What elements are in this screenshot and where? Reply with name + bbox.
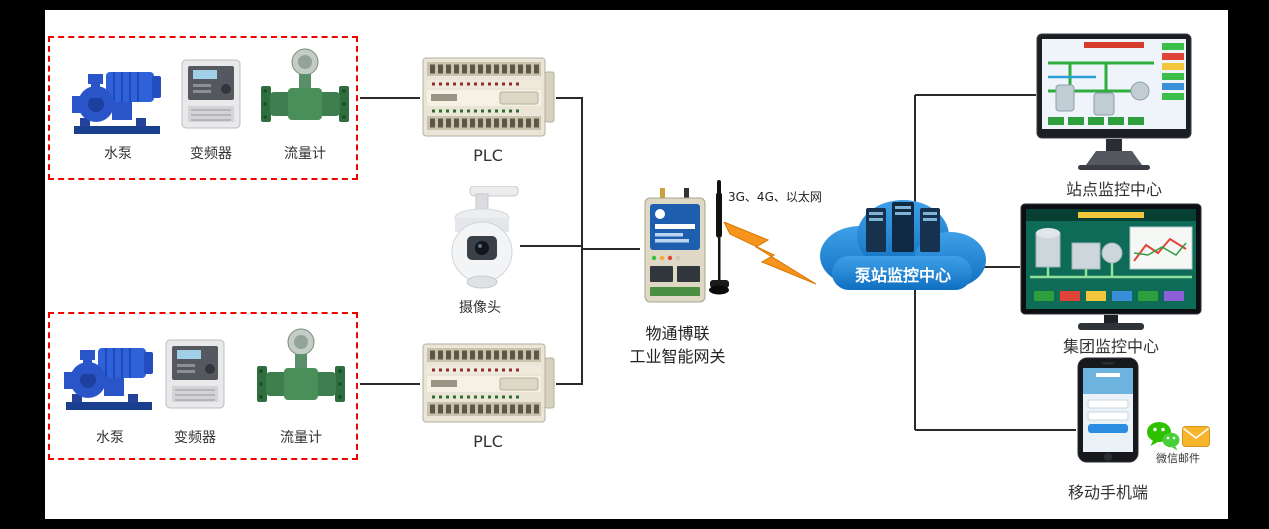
field-devices-group-2: [48, 312, 358, 460]
vfd-label-2: 变频器: [174, 430, 216, 446]
server-rack-icons: [866, 202, 940, 252]
mobile-phone-image: [1076, 356, 1140, 464]
gateway-name-line2: 工业智能网关: [629, 347, 726, 367]
vfd-image-1: [178, 58, 244, 132]
cloud-label: 泵站监控中心: [854, 266, 951, 285]
gateway-name-line1: 物通博联: [645, 324, 710, 343]
gateway-connectivity-label: 3G、4G、以太网: [728, 190, 822, 204]
flow-meter-image-1: [258, 46, 352, 140]
water-pump-image-1: [72, 60, 164, 138]
camera-image: [436, 186, 524, 298]
antenna-icon: [708, 180, 730, 304]
site-monitor-label: 站点监控中心: [1065, 180, 1162, 199]
mail-icon: [1182, 426, 1210, 447]
vfd-image-2: [162, 338, 228, 412]
plc-label-1: PLC: [473, 146, 503, 165]
water-pump-image-2: [64, 336, 156, 414]
mobile-label: 移动手机端: [1067, 483, 1148, 502]
plc-label-2: PLC: [473, 432, 503, 451]
channels-label: 微信邮件: [1156, 452, 1200, 465]
flow-meter-image-2: [254, 326, 348, 420]
field-devices-group-1: [48, 36, 358, 180]
cloud-icon: 泵站监控中心: [808, 178, 998, 313]
site-monitor-image: [1036, 33, 1192, 179]
plc-image-2: [420, 340, 556, 426]
group-monitor-image: [1020, 203, 1202, 335]
wechat-icon: [1146, 420, 1180, 452]
gateway-name: 物通博联 工业智能网关: [600, 322, 755, 368]
camera-label: 摄像头: [459, 300, 501, 316]
plc-image-1: [420, 54, 556, 140]
lightning-bolt-icon: [722, 222, 817, 294]
group-monitor-label: 集团监控中心: [1062, 337, 1159, 356]
vfd-label-1: 变频器: [190, 146, 232, 162]
flow-meter-label-1: 流量计: [284, 146, 326, 162]
water-pump-label-2: 水泵: [96, 430, 124, 446]
gateway-image: [640, 188, 710, 306]
water-pump-label-1: 水泵: [104, 146, 132, 162]
flow-meter-label-2: 流量计: [280, 430, 322, 446]
